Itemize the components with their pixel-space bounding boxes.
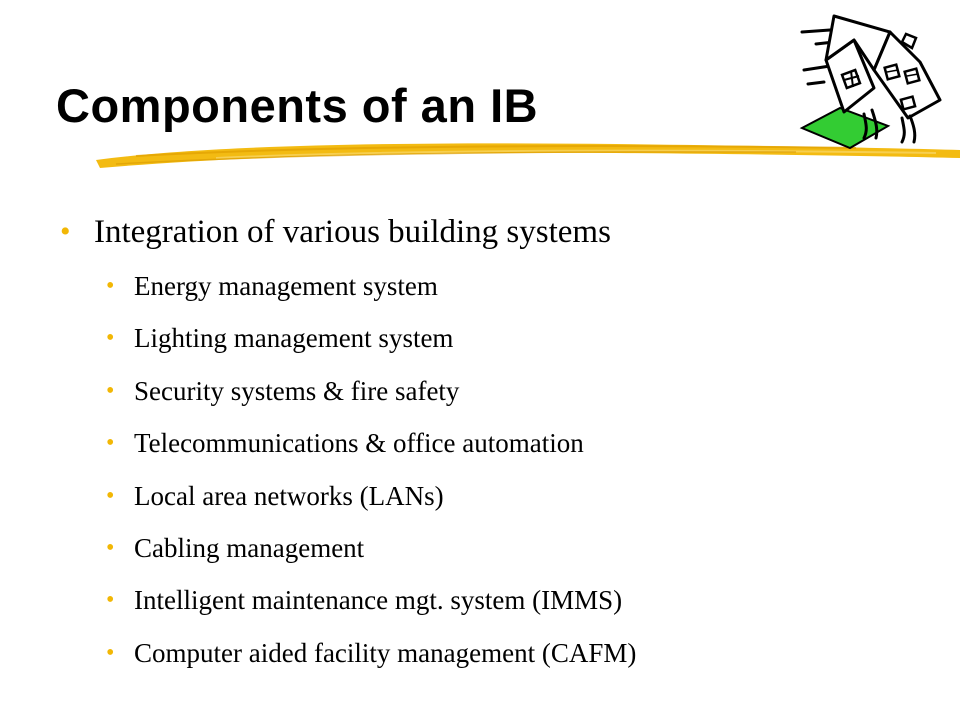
- bullet-dot: •: [106, 377, 115, 404]
- sub-bullet-item: • Computer aided facility management (CA…: [60, 627, 636, 679]
- sub-bullet-item: • Local area networks (LANs): [60, 470, 636, 522]
- bullet-text: Integration of various building systems: [94, 214, 611, 250]
- sub-bullet-item: • Telecommunications & office automation: [60, 417, 636, 469]
- bullet-dot: •: [106, 325, 115, 352]
- sub-bullet-item: • Cabling management: [60, 522, 636, 574]
- bullet-dot: •: [106, 587, 115, 614]
- bullet-text: Cabling management: [134, 532, 365, 563]
- bullet-dot: •: [106, 482, 115, 509]
- slide-title: Components of an IB: [56, 79, 539, 132]
- bullet-text: Lighting management system: [134, 323, 454, 354]
- sub-bullet-item: • Intelligent maintenance mgt. system (I…: [60, 574, 636, 626]
- sub-bullet-item: • Lighting management system: [60, 312, 636, 364]
- bullet-text: Local area networks (LANs): [134, 480, 444, 511]
- bullet-text: Intelligent maintenance mgt. system (IMM…: [134, 585, 623, 616]
- bullet-dot: •: [106, 534, 115, 561]
- bullet-text: Computer aided facility management (CAFM…: [134, 637, 637, 668]
- bullet-dot: •: [106, 430, 115, 457]
- bullet-text: Energy management system: [134, 271, 438, 301]
- sub-bullet-item: • Energy management system: [60, 260, 636, 312]
- bullet-text: Telecommunications & office automation: [134, 428, 584, 459]
- bullet-item-integration: • Integration of various building system…: [60, 208, 636, 260]
- bullet-dot: •: [106, 639, 115, 666]
- bullet-dot: •: [106, 273, 115, 299]
- bullet-dot: •: [60, 215, 71, 248]
- sub-bullet-item: • Security systems & fire safety: [60, 365, 636, 417]
- bullet-list: • Integration of various building system…: [60, 208, 636, 679]
- title-underline-brush: [96, 143, 960, 168]
- house-icon: [799, 14, 942, 150]
- bullet-text: Security systems & fire safety: [134, 375, 460, 406]
